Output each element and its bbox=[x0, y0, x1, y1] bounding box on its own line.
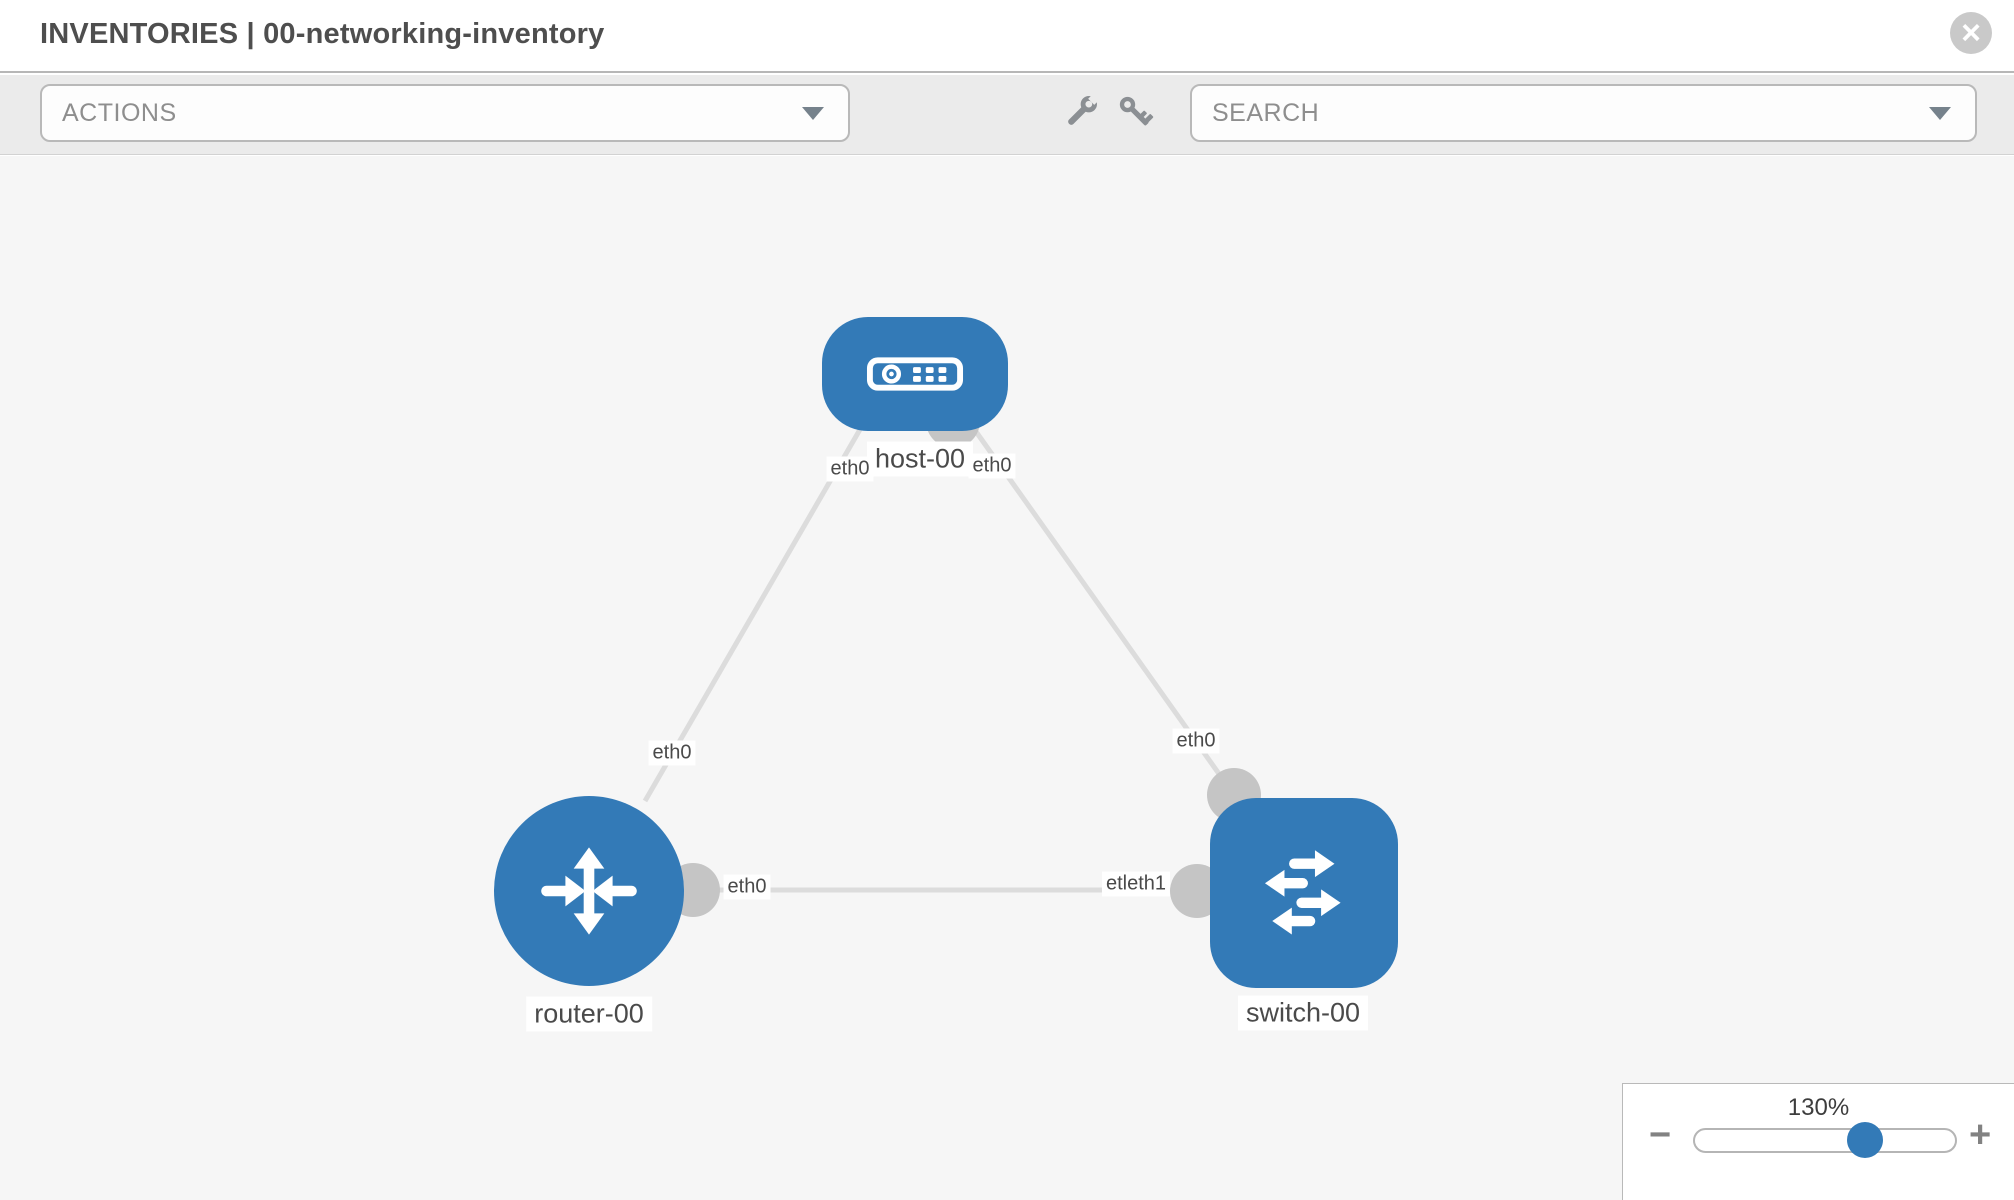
close-glyph: × bbox=[1961, 14, 1981, 52]
zoom-level-label: 130% bbox=[1787, 1094, 1850, 1121]
zoom-slider[interactable] bbox=[1693, 1122, 1957, 1158]
server-icon bbox=[866, 357, 964, 391]
node-label-switch-00: switch-00 bbox=[1237, 995, 1369, 1031]
interface-label-host-eth0: eth0 bbox=[826, 456, 874, 482]
interface-label-host-eth0: eth0 bbox=[968, 453, 1016, 479]
link-host-router bbox=[642, 424, 865, 803]
search-dropdown[interactable]: SEARCH bbox=[1190, 84, 1977, 142]
chevron-down-icon bbox=[802, 107, 824, 120]
interface-label-router-eth0: eth0 bbox=[723, 874, 771, 900]
search-dropdown-label: SEARCH bbox=[1212, 98, 1320, 127]
node-router-00[interactable] bbox=[494, 796, 684, 986]
interface-label-router-eth0: eth0 bbox=[648, 740, 696, 766]
node-switch-00[interactable] bbox=[1210, 798, 1398, 988]
page-title: INVENTORIES | 00-networking-inventory bbox=[40, 18, 605, 50]
links-layer bbox=[642, 394, 1261, 918]
interface-label-switch-eth0: eth0 bbox=[1172, 728, 1220, 754]
switch-arrows-icon bbox=[1264, 850, 1341, 935]
actions-dropdown[interactable]: ACTIONS bbox=[40, 84, 850, 142]
zoom-slider-thumb[interactable] bbox=[1847, 1122, 1883, 1158]
node-host-00[interactable] bbox=[822, 317, 1008, 431]
node-label-router-00: router-00 bbox=[526, 996, 652, 1032]
toolbar: ACTIONS SEARCH bbox=[0, 75, 2014, 155]
zoom-in-button[interactable]: + bbox=[1969, 1114, 1992, 1156]
router-arrows-icon bbox=[541, 847, 637, 935]
zoom-control-panel: 130% − + bbox=[1622, 1083, 2014, 1200]
zoom-out-button[interactable]: − bbox=[1649, 1114, 1672, 1156]
actions-dropdown-label: ACTIONS bbox=[62, 98, 177, 127]
close-icon[interactable]: × bbox=[1950, 12, 1992, 54]
wrench-icon[interactable] bbox=[1056, 89, 1104, 137]
header-bar: INVENTORIES | 00-networking-inventory × bbox=[0, 0, 2014, 73]
key-icon[interactable] bbox=[1112, 89, 1160, 137]
interface-label-switch-eth1: etleth1 bbox=[1101, 871, 1171, 897]
topology-canvas[interactable]: host-00 router-00 switch-00 eth0 eth0 et… bbox=[0, 156, 2014, 1200]
chevron-down-icon bbox=[1929, 107, 1951, 120]
node-label-host-00: host-00 bbox=[866, 441, 974, 477]
